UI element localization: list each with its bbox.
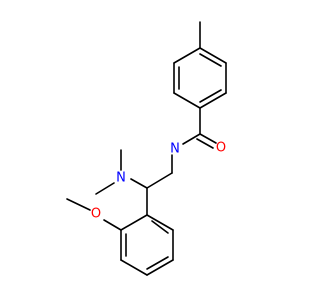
aromatic-bond xyxy=(151,220,169,234)
bond xyxy=(173,47,201,64)
carbonyl-double-bond xyxy=(199,133,217,144)
bond xyxy=(173,92,201,109)
structure-canvas: O N N O xyxy=(66,21,227,276)
amide-bond xyxy=(182,133,201,145)
aromatic-bond xyxy=(199,53,222,67)
ch-amine-bond xyxy=(130,178,148,189)
amine-methyl-bond xyxy=(95,182,115,195)
ch2-ch-bond xyxy=(146,172,173,189)
bond xyxy=(199,47,227,64)
bond xyxy=(120,259,148,276)
carbonyl-double-bond xyxy=(196,138,214,149)
bond xyxy=(199,92,227,109)
methoxyphenyl-ring xyxy=(120,214,174,276)
ether-oxygen-label: O xyxy=(91,207,101,222)
aryl-ether-bond xyxy=(103,219,122,231)
molecule-structure: O N N O xyxy=(66,21,227,276)
carbonyl-oxygen-label: O xyxy=(216,141,226,156)
tolyl-ring xyxy=(173,47,227,109)
aromatic-bond xyxy=(199,89,222,103)
bond xyxy=(146,259,174,276)
ether-methyl-bond xyxy=(66,198,91,211)
amide-nitrogen-label: N xyxy=(170,142,180,157)
aromatic-bond xyxy=(146,256,169,270)
bond xyxy=(120,214,148,231)
bond xyxy=(146,214,174,231)
amine-nitrogen-label: N xyxy=(116,171,126,186)
